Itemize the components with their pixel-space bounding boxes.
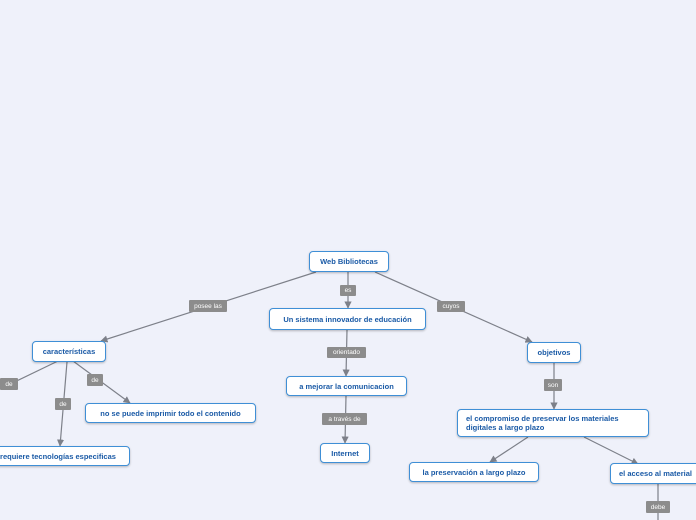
node-caracteristicas[interactable]: características: [32, 341, 106, 362]
node-web-bibliotecas[interactable]: Web Bibliotecas: [309, 251, 389, 272]
node-mejorar-comunicacion[interactable]: a mejorar la comunicacion: [286, 376, 407, 396]
tag-a-traves-de[interactable]: a través de: [322, 413, 367, 425]
tag-de-middle[interactable]: de: [55, 398, 71, 410]
tag-posee-las[interactable]: posee las: [189, 300, 227, 312]
node-no-se-puede-imprimir[interactable]: no se puede imprimir todo el contenido: [85, 403, 256, 423]
node-preservacion-largo-plazo[interactable]: la preservación a largo plazo: [409, 462, 539, 482]
tag-de-right[interactable]: de: [87, 374, 103, 386]
tag-debe[interactable]: debe: [646, 501, 670, 513]
link-compromiso-acceso: [583, 436, 639, 465]
node-requiere-tecnologias[interactable]: requiere tecnologías especificas: [0, 446, 130, 466]
link-compromiso-preservacion: [489, 436, 529, 463]
node-internet[interactable]: Internet: [320, 443, 370, 463]
tag-de-left[interactable]: de: [0, 378, 18, 390]
tag-son[interactable]: son: [544, 379, 562, 391]
node-acceso-material[interactable]: el acceso al material: [610, 463, 696, 484]
tag-es[interactable]: es: [340, 285, 356, 296]
node-objetivos[interactable]: objetivos: [527, 342, 581, 363]
tag-orientado[interactable]: orientado: [327, 347, 366, 358]
tag-cuyos[interactable]: cuyos: [437, 301, 465, 312]
node-compromiso-preservar[interactable]: el compromiso de preservar los materiale…: [457, 409, 649, 437]
node-sistema-innovador[interactable]: Un sistema innovador de educación: [269, 308, 426, 330]
